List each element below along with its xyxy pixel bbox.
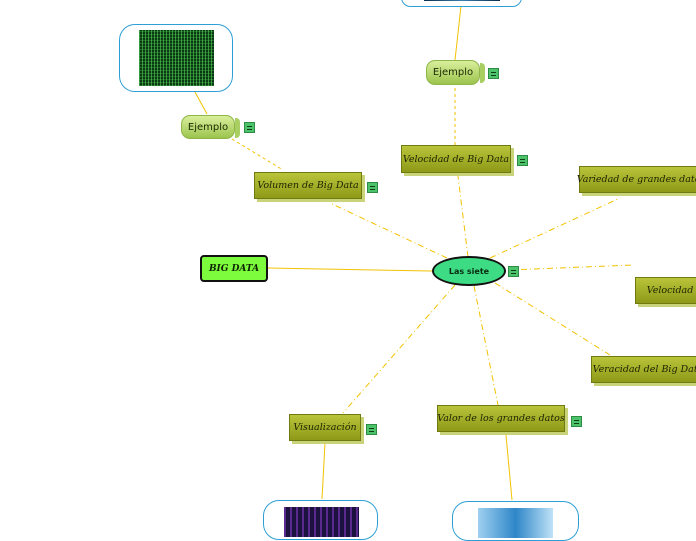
central-node[interactable]: Las siete — [432, 256, 506, 286]
connector-velocidad-big — [457, 175, 469, 258]
connector-velocidad — [507, 264, 635, 271]
notes-icon[interactable] — [366, 424, 377, 435]
connector-img-volumen — [194, 91, 208, 115]
connector-volumen — [329, 202, 448, 259]
image-visualizacion-example — [263, 500, 378, 540]
notes-icon[interactable] — [367, 182, 378, 193]
connector-img-valor — [505, 434, 513, 501]
ejemplo-volumen[interactable]: Ejemplo — [181, 115, 240, 139]
connector-img-visualizacion — [321, 442, 326, 500]
topic-visualizacion-label: Visualización — [293, 422, 357, 433]
connector-valor — [473, 285, 499, 406]
connector-veracidad — [494, 282, 611, 356]
topic-veracidad-label: Veracidad del Big Data — [592, 364, 696, 375]
valor-image — [478, 508, 553, 538]
notes-icon[interactable] — [244, 122, 255, 133]
topic-variedad-label: Variedad de grandes datos — [576, 174, 696, 185]
topic-valor[interactable]: Valor de los grandes datos — [437, 405, 565, 432]
matrix-data-image — [139, 30, 214, 86]
connector-ejemplo-volumen — [231, 138, 284, 171]
topic-visualizacion[interactable]: Visualización — [289, 414, 361, 441]
topic-variedad[interactable]: Variedad de grandes datos — [576, 166, 696, 193]
connector-visualizacion — [342, 284, 456, 414]
notes-icon[interactable] — [488, 68, 499, 79]
topic-velocidad-big-data-label: Velocidad de Big Data — [402, 153, 510, 165]
visualizacion-image — [284, 507, 359, 537]
notes-icon[interactable] — [571, 416, 582, 427]
big-data-label: BIG DATA — [208, 263, 260, 274]
ejemplo-velocidad[interactable]: Ejemplo — [426, 60, 485, 85]
central-node-label: Las siete — [448, 266, 490, 276]
topic-valor-label: Valor de los grandes datos — [437, 413, 565, 424]
notes-icon[interactable] — [508, 266, 519, 277]
connector-lines — [194, 5, 635, 501]
velocidad-image — [424, 0, 500, 1]
topic-volumen-label: Volumen de Big Data — [257, 180, 359, 191]
ejemplo-volumen-label: Ejemplo — [187, 121, 229, 133]
connector-variedad — [489, 197, 621, 259]
ejemplo-velocidad-label: Ejemplo — [432, 67, 474, 78]
connector-big-data — [267, 267, 433, 272]
topic-volumen[interactable]: Volumen de Big Data — [254, 172, 362, 199]
topic-velocidad-big-data[interactable]: Velocidad de Big Data — [401, 145, 511, 173]
connector-img-velocidad — [454, 5, 462, 61]
image-velocidad-example — [401, 0, 522, 7]
topic-velocidad-label: Velocidad — [646, 285, 694, 296]
notes-icon[interactable] — [517, 155, 528, 166]
image-volumen-example — [119, 24, 233, 92]
image-valor-example — [452, 501, 579, 541]
topic-velocidad[interactable]: Velocidad — [635, 277, 696, 304]
topic-veracidad[interactable]: Veracidad del Big Data — [591, 356, 696, 383]
big-data-node[interactable]: BIG DATA — [200, 255, 268, 282]
